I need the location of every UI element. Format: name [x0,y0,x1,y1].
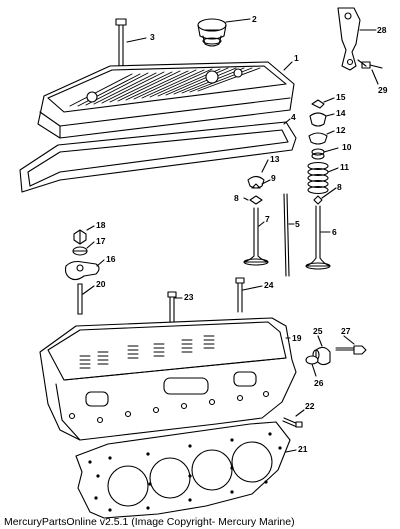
callout-21: 21 [298,444,308,454]
leader-line [371,69,379,85]
callout-10: 10 [342,142,352,152]
callout-7: 7 [265,214,270,224]
callout-8-middle: 8 [234,193,239,203]
valve-rocker-cover [37,61,295,139]
callout-16: 16 [106,254,116,264]
leader-line [283,61,293,71]
leader-line [86,225,95,231]
leader-line [311,363,317,377]
callout-5: 5 [295,219,300,229]
callout-18: 18 [96,220,106,230]
callout-12: 12 [336,125,346,135]
leader-line [343,335,355,345]
rocker-cover-gasket [19,121,297,193]
leader-line [283,118,291,125]
valve-seal-right [313,195,323,205]
leader-line [317,335,323,347]
valve-lock-stack [308,99,328,160]
rocker-arm [64,260,100,281]
rocker-arm-nut [73,229,87,245]
lifting-bracket [337,7,361,71]
leader-line [261,159,269,173]
callout-23: 23 [184,292,194,302]
leader-line [323,97,335,103]
sensor-plug [312,346,331,366]
leader-line [82,285,95,295]
leader-line [225,18,251,23]
leader-line [323,147,339,153]
callout-24: 24 [264,280,274,290]
leader-line [126,37,147,43]
pushrod [283,193,290,277]
image-caption: MercuryPartsOnline v2.5.1 (Image Copyrig… [4,516,295,528]
bracket-bolt [357,59,383,69]
callout-19: 19 [292,333,302,343]
leader-line [86,241,95,249]
oil-filler-cap [197,18,227,47]
callout-1: 1 [294,53,299,63]
callout-4: 4 [291,112,296,122]
leader-line [243,197,249,201]
rocker-stud [77,283,83,315]
callout-15: 15 [336,92,346,102]
callout-3: 3 [150,32,155,42]
callout-11: 11 [340,162,349,172]
callout-14: 14 [336,108,346,118]
leader-line [295,409,305,417]
callout-8-right: 8 [337,182,342,192]
leader-line [327,167,339,173]
callout-9: 9 [271,173,276,183]
leader-line [242,285,263,291]
valve-lock-stack-middle [247,175,265,205]
exhaust-valve [305,205,331,270]
exhaust-stud [282,417,303,428]
rocker-arm-ball [72,246,88,256]
callout-27: 27 [341,326,351,336]
leader-line [261,179,271,185]
temperature-sender [335,345,367,355]
leader-line [285,449,297,453]
callout-2: 2 [252,14,257,24]
leader-line [325,113,335,117]
callout-29: 29 [378,85,388,95]
callout-25: 25 [313,326,323,336]
callout-6: 6 [332,227,337,237]
leader-line [326,130,335,135]
callout-26: 26 [314,378,324,388]
head-bolt-long [235,277,245,313]
head-gasket [75,421,291,519]
leader-line [321,187,337,199]
callout-22: 22 [305,401,315,411]
callout-28: 28 [377,25,387,35]
valve-spring [307,161,329,195]
leader-line [258,221,265,227]
callout-13: 13 [270,154,280,164]
intake-valve [243,207,269,266]
core-plug [305,355,319,365]
leader-line [96,259,105,267]
callout-20: 20 [96,279,106,289]
head-bolt-short [167,291,177,325]
callout-17: 17 [96,236,106,246]
cylinder-head [39,317,297,441]
